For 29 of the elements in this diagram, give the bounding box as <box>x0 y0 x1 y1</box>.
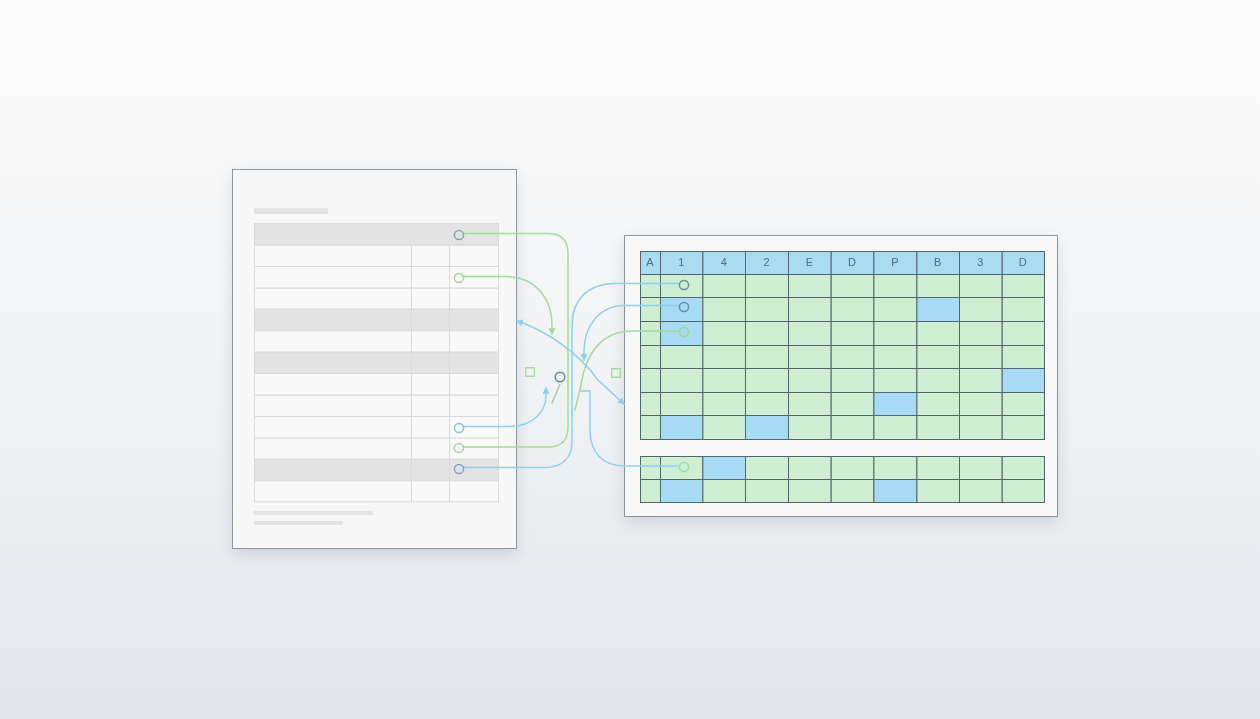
column-header: D <box>1017 255 1028 269</box>
anchor-circle <box>453 462 465 475</box>
anchor-circle <box>453 228 465 241</box>
anchor-circle <box>678 461 690 473</box>
arrow <box>462 275 556 336</box>
anchor-circle <box>453 442 465 454</box>
arrow <box>580 304 679 362</box>
connector-line <box>462 282 679 469</box>
spreadsheet-panel <box>624 235 1058 517</box>
anchor-circle <box>453 421 465 434</box>
anchor-circle <box>678 300 690 313</box>
column-header: P <box>890 255 900 269</box>
document-page <box>232 169 517 549</box>
column-header: D <box>847 255 857 269</box>
arrow <box>462 386 550 428</box>
column-header: 1 <box>677 255 686 269</box>
double-arrow <box>515 319 625 405</box>
column-header: E <box>804 255 814 269</box>
connector-line <box>579 390 679 467</box>
connector-line <box>462 232 569 448</box>
column-header: 3 <box>976 255 985 269</box>
column-header: 2 <box>762 255 771 269</box>
anchor-circle <box>453 271 465 284</box>
anchor-circle <box>678 278 690 291</box>
column-header: A <box>645 255 655 269</box>
column-header: 4 <box>719 255 728 269</box>
anchor-circle <box>678 326 690 338</box>
connector-line <box>574 330 679 411</box>
column-header: B <box>933 255 943 269</box>
